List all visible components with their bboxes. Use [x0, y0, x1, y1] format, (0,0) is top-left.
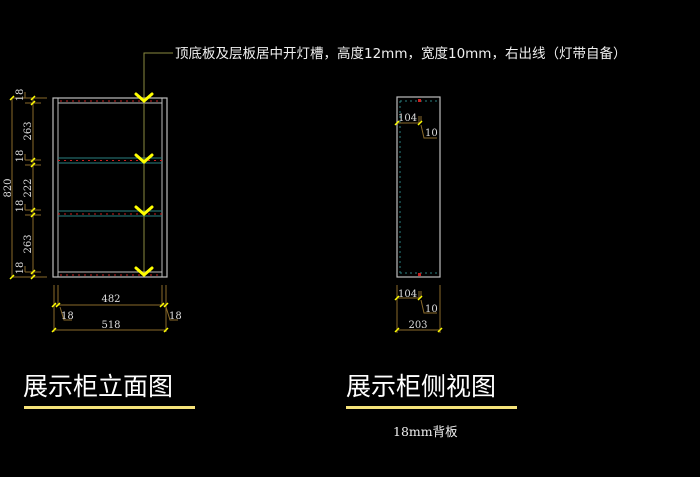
dim-height-total: 820 — [3, 178, 14, 197]
side-view-title-underline — [346, 406, 517, 409]
width-dimension-ticks — [51, 302, 169, 333]
note-leader-line — [143, 52, 173, 274]
dim-left-side: 18 — [61, 311, 74, 322]
side-top-dim-b: 10 — [425, 128, 438, 139]
dim-upper-space: 263 — [23, 121, 34, 140]
dim-inner-width: 482 — [101, 294, 120, 305]
dim-lower-space: 263 — [23, 234, 34, 253]
groove-marker-icon — [134, 205, 154, 216]
front-view-title-underline — [24, 406, 195, 409]
groove-marker-icon — [134, 266, 154, 277]
dim-shelf2: 18 — [15, 200, 26, 213]
groove-note: 顶底板及层板居中开灯槽，高度12mm，宽度10mm，右出线（灯带自备） — [175, 45, 626, 62]
dim-bottom-panel: 18 — [15, 262, 26, 275]
dim-middle-space: 222 — [23, 178, 34, 197]
side-bottom-dim-a: 104 — [398, 289, 417, 300]
side-depth-dim: 203 — [408, 320, 427, 331]
bottom-groove-mark — [418, 273, 421, 276]
front-view-title: 展示柜立面图 — [23, 372, 173, 401]
side-bottom-dim-b: 10 — [425, 304, 438, 315]
dim-outer-width: 518 — [101, 320, 120, 331]
side-outer-frame — [396, 96, 441, 278]
dim-shelf1: 18 — [15, 150, 26, 163]
side-view-title: 展示柜侧视图 — [346, 372, 496, 401]
height-dimensions — [11, 92, 47, 278]
width-dimensions — [53, 285, 178, 332]
dimension-ticks — [9, 95, 36, 280]
cabinet-outer-frame — [52, 97, 168, 278]
side-top-ticks — [394, 120, 423, 126]
groove-marker-icon — [134, 153, 154, 164]
dim-top-panel: 18 — [15, 89, 26, 102]
dim-right-side: 18 — [169, 311, 182, 322]
side-bottom-dimensions — [396, 285, 441, 333]
front-elevation: 820 18 263 18 222 18 263 18 482 18 1 — [3, 52, 195, 409]
side-view: 104 10 104 10 203 展示柜侧视图 18mm背板 — [346, 96, 517, 439]
groove-marker-icon — [134, 92, 154, 103]
side-top-dim-a: 104 — [398, 113, 417, 124]
back-panel-note: 18mm背板 — [393, 424, 458, 439]
top-groove-mark — [418, 99, 421, 102]
side-bottom-ticks — [394, 295, 443, 333]
